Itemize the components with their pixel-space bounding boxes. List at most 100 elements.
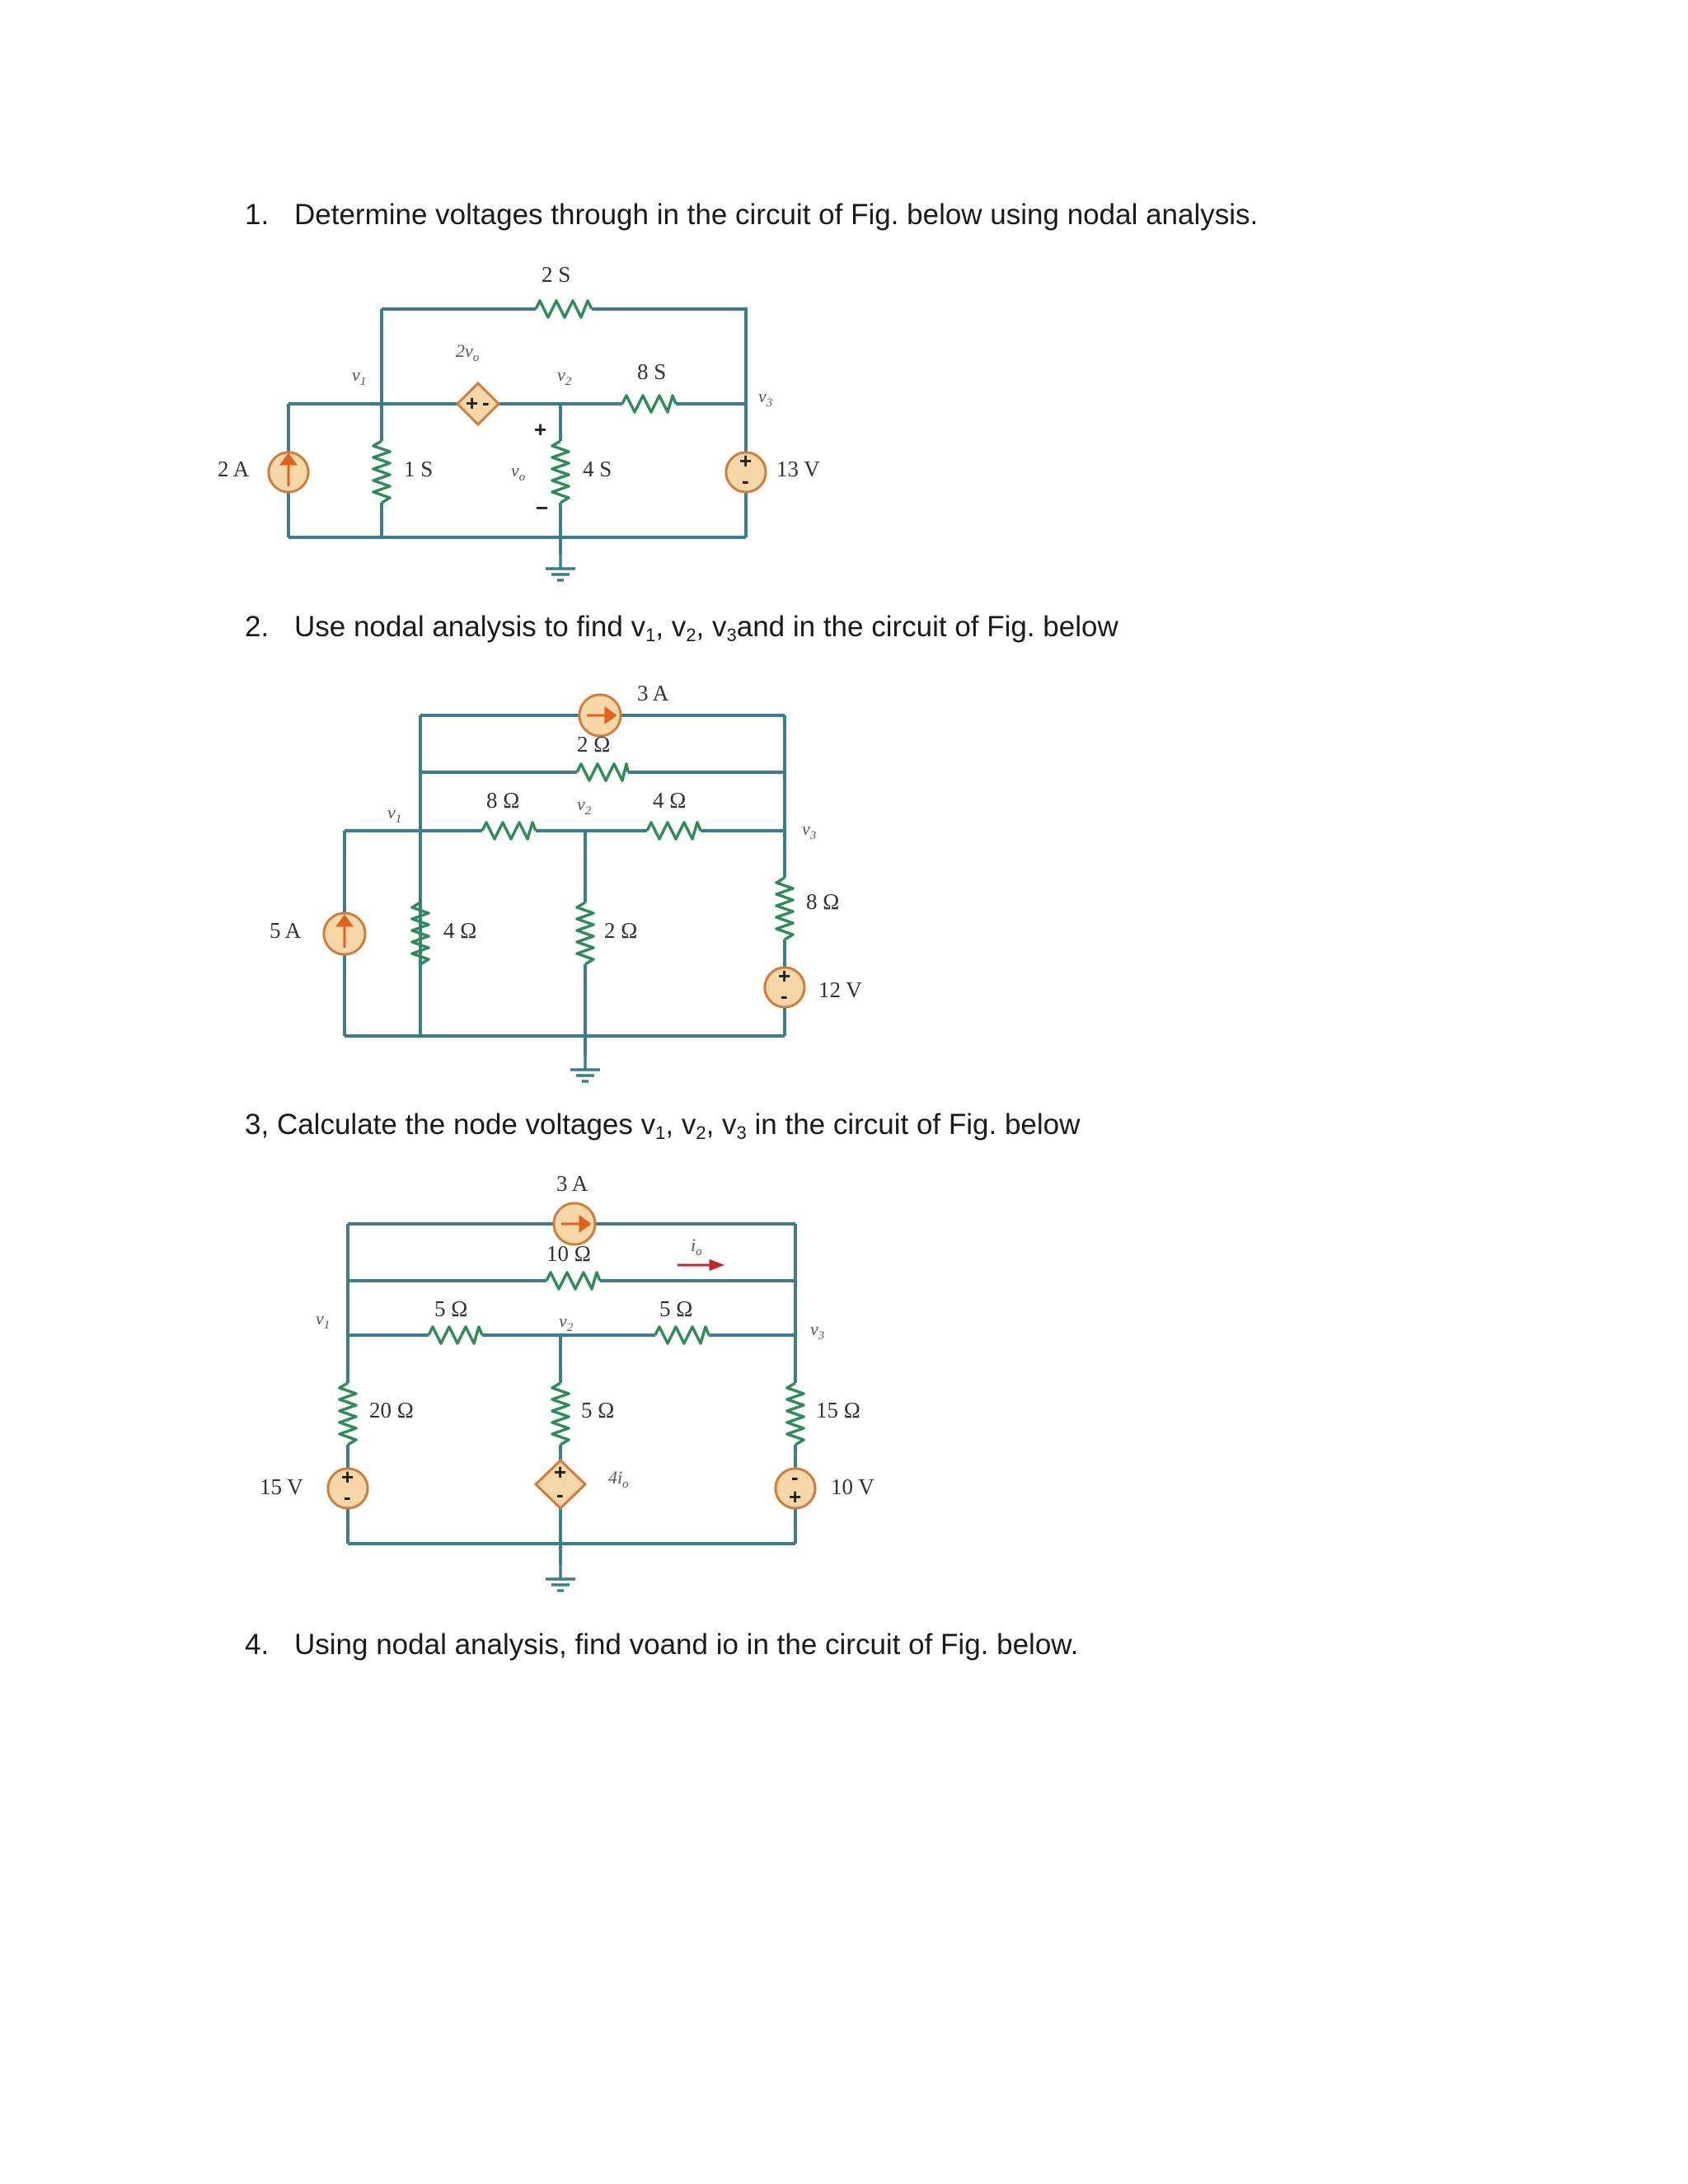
resistor-4ohm-h <box>645 821 702 841</box>
label-10v: 10 V <box>831 1474 874 1499</box>
node-v3: v3 <box>758 386 772 410</box>
node-v3: v3 <box>810 1319 824 1343</box>
question-4: 4. Using nodal analysis, find voand io in… <box>245 1630 1078 1659</box>
label-5ohm-v: 5 Ω <box>581 1398 614 1422</box>
svg-text:-: - <box>482 390 490 415</box>
vo-plus: + <box>534 417 546 442</box>
subscript: 3 <box>736 1122 747 1143</box>
label-13v: 13 V <box>776 457 820 481</box>
label-dep-4io: 4io <box>608 1467 629 1491</box>
resistor-1s <box>372 439 392 504</box>
question-text: Use nodal analysis to find v <box>294 611 646 643</box>
label-5ohm-right: 5 Ω <box>659 1296 692 1321</box>
label-8ohm-v: 8 Ω <box>806 889 839 914</box>
label-12v: 12 V <box>818 977 862 1002</box>
node-v1: v1 <box>316 1308 330 1332</box>
svg-text:+: + <box>341 1465 354 1489</box>
voltage-source-12v <box>763 966 806 1009</box>
label-20ohm: 20 Ω <box>369 1398 414 1422</box>
question-text: and in the circuit of Fig. below <box>736 611 1118 643</box>
resistor-8s <box>621 394 678 414</box>
question-text: in the circuit of Fig. below <box>746 1108 1081 1141</box>
question-text: , v <box>655 611 687 643</box>
label-4s: 4 S <box>583 457 612 481</box>
vo-minus: − <box>536 495 548 520</box>
svg-text:+: + <box>554 1460 566 1484</box>
question-text: , v <box>665 1108 696 1141</box>
figure-3-circuit: + - + - - + 3 A 10 Ω io 5 Ω 5 Ω v1 v2 v3… <box>260 1171 874 1592</box>
label-3a: 3 A <box>556 1171 588 1196</box>
subscript: 2 <box>686 625 696 645</box>
voltage-source-15v <box>326 1467 369 1510</box>
label-3a: 3 A <box>637 681 669 705</box>
label-5ohm-left: 5 Ω <box>434 1296 467 1321</box>
question-text: , v <box>706 1108 737 1141</box>
resistor-5ohm-right <box>654 1325 710 1345</box>
resistor-5ohm-v <box>551 1381 570 1446</box>
question-number: 4. <box>245 1629 270 1661</box>
resistor-4ohm-v <box>410 901 430 966</box>
svg-text:-: - <box>344 1484 351 1509</box>
label-10ohm: 10 Ω <box>546 1241 591 1266</box>
question-text: Using nodal analysis, find voand io in t… <box>294 1629 1079 1661</box>
resistor-2s <box>534 299 593 319</box>
label-vo: vo <box>511 460 526 484</box>
figure-2-circuit: + - 3 A 2 Ω 8 Ω 4 Ω v1 v2 v3 5 A 4 Ω 2 Ω… <box>270 681 862 1083</box>
node-v2: v2 <box>557 364 572 388</box>
subscript: 2 <box>696 1122 706 1143</box>
figure-1-circuit: + - + - 2 S 2vo v1 v2 v3 8 S 2 A 1 S + v… <box>218 262 820 582</box>
label-4ohm-h: 4 Ω <box>653 788 686 813</box>
subscript: 1 <box>655 1122 666 1143</box>
resistor-5ohm-left <box>427 1325 484 1345</box>
subscript: 1 <box>645 625 656 645</box>
resistor-15ohm <box>785 1381 805 1446</box>
svg-text:-: - <box>556 1482 564 1507</box>
resistor-4s <box>551 439 570 504</box>
label-15v: 15 V <box>260 1474 303 1499</box>
label-2ohm-v: 2 Ω <box>604 918 637 943</box>
label-8ohm: 8 Ω <box>486 788 519 813</box>
label-2a: 2 A <box>218 457 250 481</box>
question-1: 1. Determine voltages through in the circ… <box>245 200 1258 229</box>
svg-text:-: - <box>791 1465 799 1489</box>
node-v3: v3 <box>802 818 816 842</box>
question-2: 2.Use nodal analysis to find v1, v2, v3a… <box>245 612 1118 644</box>
question-3: 3, Calculate the node voltages v1, v2, v… <box>245 1110 1080 1142</box>
resistor-8ohm-v <box>775 876 795 941</box>
label-5a: 5 A <box>270 918 302 943</box>
resistor-2ohm-v <box>575 901 595 966</box>
svg-text:-: - <box>781 983 788 1008</box>
voltage-source-10v <box>774 1467 817 1510</box>
node-v1: v1 <box>387 802 401 826</box>
label-2ohm-top: 2 Ω <box>577 732 610 757</box>
svg-text:+: + <box>778 963 790 988</box>
resistor-20ohm <box>338 1381 358 1446</box>
question-number: 2. <box>245 611 270 643</box>
node-v1: v1 <box>352 364 366 388</box>
question-text: Calculate the node voltages v <box>276 1108 656 1141</box>
label-4ohm-v: 4 Ω <box>443 918 476 943</box>
dependent-voltage-source <box>455 381 501 427</box>
question-text: , v <box>696 611 727 643</box>
subscript: 3 <box>726 625 737 645</box>
label-8s: 8 S <box>637 359 666 384</box>
resistor-8ohm <box>481 821 537 841</box>
label-15ohm: 15 Ω <box>816 1398 860 1422</box>
resistor-10ohm <box>545 1271 602 1291</box>
question-number: 3, <box>245 1108 270 1141</box>
svg-text:+: + <box>739 448 752 473</box>
node-v2: v2 <box>577 794 592 818</box>
svg-text:+: + <box>466 391 478 415</box>
label-dep-src: 2vo <box>456 340 480 364</box>
question-number: 1. <box>245 199 270 231</box>
label-2s: 2 S <box>542 262 570 287</box>
question-text: Determine voltages through in the circui… <box>294 199 1259 231</box>
svg-text:+: + <box>789 1484 801 1509</box>
voltage-source-13v <box>724 451 767 494</box>
svg-text:-: - <box>742 468 749 493</box>
label-io: io <box>691 1235 702 1258</box>
dependent-voltage-source <box>533 1458 588 1511</box>
label-1s: 1 S <box>404 457 433 481</box>
resistor-2ohm-top <box>575 762 630 782</box>
